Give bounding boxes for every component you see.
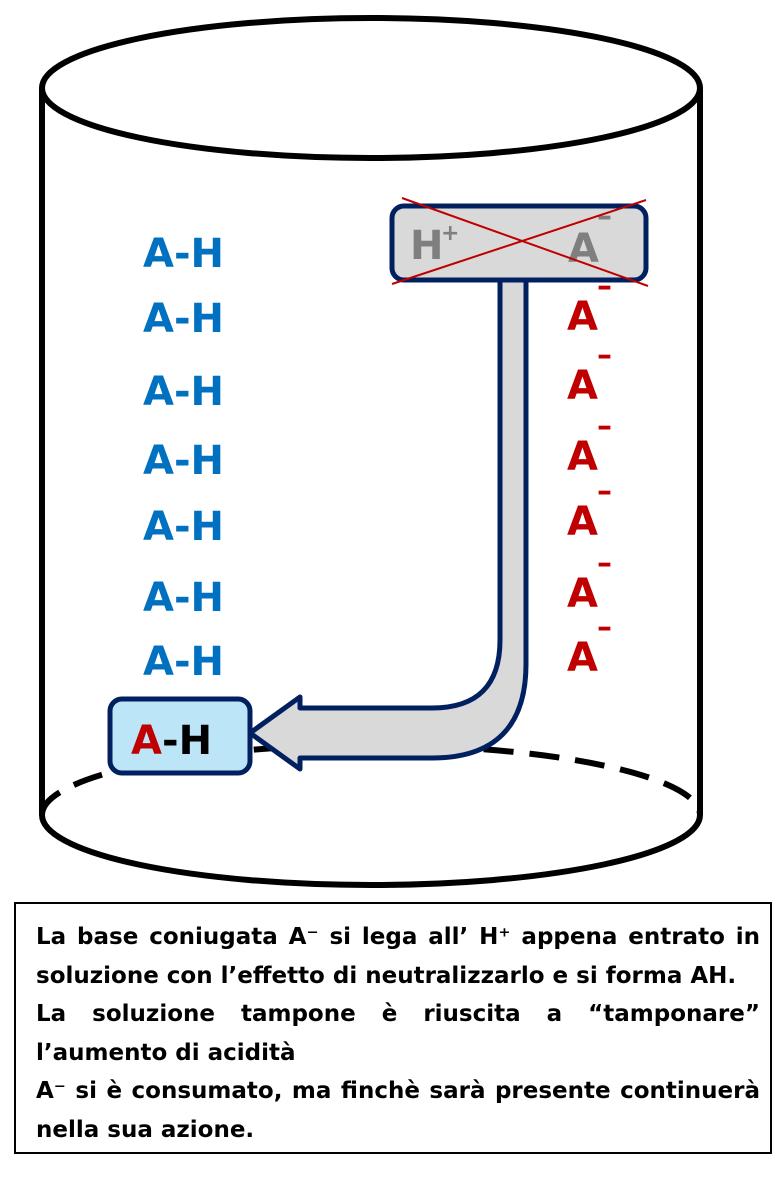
acid-molecule: A-H — [143, 438, 224, 484]
anion-charge: – — [597, 610, 612, 645]
anion-letter: A — [567, 635, 598, 681]
cross-line-2 — [391, 199, 647, 285]
reaction-arrow — [247, 277, 529, 772]
caption-line-1: La base coniugata A⁻ si lega all’ H⁺ app… — [36, 924, 760, 989]
pair-proton-label: H — [410, 223, 443, 269]
anion-molecule: A– — [567, 610, 612, 681]
product-box: A-H — [107, 696, 253, 776]
cross-line-1 — [401, 197, 649, 287]
product-anion-part: A — [131, 718, 162, 764]
anion-letter: A — [567, 294, 598, 340]
beaker — [39, 15, 703, 888]
acid-molecule: A-H — [143, 369, 224, 415]
anion-letter: A — [567, 363, 598, 409]
pair-anion-charge: – — [597, 199, 612, 234]
pair-anion-label: A — [568, 226, 599, 272]
acid-molecule: A-H — [143, 575, 224, 621]
anion-letter: A — [567, 499, 598, 545]
anion-molecule: A– — [567, 409, 612, 480]
anion-molecule: A– — [567, 474, 612, 545]
product-proton-part: -H — [162, 718, 212, 764]
product-label: A-H — [131, 718, 212, 764]
anion-charge: – — [597, 474, 612, 509]
explanation-caption: La base coniugata A⁻ si lega all’ H⁺ app… — [14, 902, 772, 1154]
acid-molecule: A-H — [143, 504, 224, 550]
caption-line-3: A⁻ si è consumato, ma finchè sarà presen… — [36, 1078, 760, 1143]
anion-letter: A — [567, 434, 598, 480]
neutralized-pair-box: H + A – — [389, 197, 649, 287]
pair-proton-charge: + — [441, 221, 459, 246]
anion-charge: – — [597, 409, 612, 444]
acid-molecule: A-H — [143, 231, 224, 277]
anion-charge: – — [597, 546, 612, 581]
beaker-top-rim — [39, 15, 703, 161]
anion-molecule: A– — [567, 338, 612, 409]
buffer-beaker-diagram: A-HA-HA-HA-HA-HA-HA-H A–A–A–A–A–A– H + A… — [39, 15, 703, 888]
anion-charge: – — [597, 338, 612, 373]
acid-molecules-column: A-H A-H A-H A-H A-H A-H A-H — [143, 231, 224, 685]
anion-molecules-column: A–A–A–A–A–A– — [567, 269, 612, 681]
anion-letter: A — [567, 571, 598, 617]
acid-molecule: A-H — [143, 296, 224, 342]
caption-line-2: La soluzione tampone è riuscita a “tampo… — [36, 1001, 760, 1066]
acid-molecule: A-H — [143, 639, 224, 685]
anion-molecule: A– — [567, 546, 612, 617]
beaker-bottom-front — [39, 814, 703, 888]
